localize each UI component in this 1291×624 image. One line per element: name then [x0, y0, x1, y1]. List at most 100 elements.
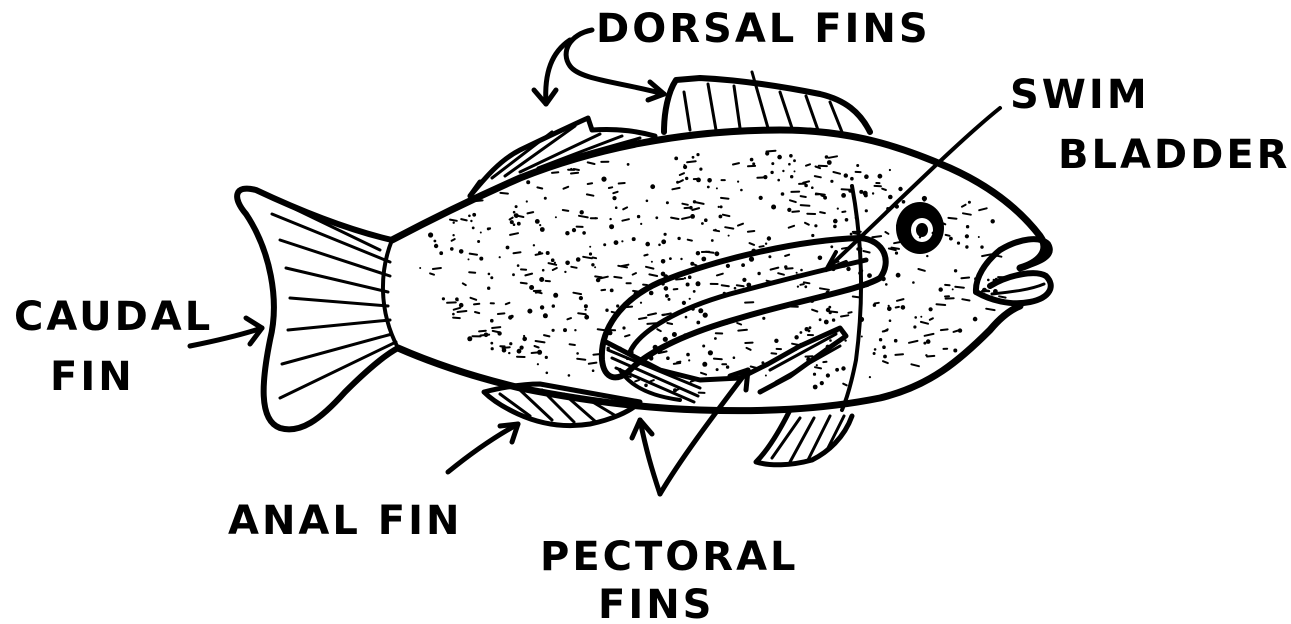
scale-mark — [584, 315, 589, 320]
scale-mark — [517, 222, 521, 226]
scale-mark — [510, 218, 513, 220]
scale-mark — [728, 235, 730, 237]
scale-mark — [591, 263, 594, 266]
scale-mark — [506, 246, 510, 250]
scale-mark — [584, 304, 588, 308]
scale-mark — [719, 215, 723, 219]
scale-mark — [665, 294, 669, 298]
scale-mark — [703, 313, 708, 318]
scale-mark — [459, 303, 464, 308]
scale-mark — [714, 337, 717, 340]
scale-mark — [563, 210, 569, 211]
scale-mark — [911, 364, 919, 366]
scale-mark — [619, 183, 625, 184]
scale-mark — [509, 342, 512, 345]
scale-mark — [701, 373, 706, 375]
scale-mark — [895, 252, 898, 255]
scale-mark — [995, 255, 1002, 256]
scale-mark — [737, 181, 739, 183]
scale-mark — [846, 267, 850, 271]
scale-mark — [469, 272, 475, 273]
scale-mark — [666, 356, 670, 360]
scale-mark — [813, 385, 818, 390]
scale-mark — [816, 364, 818, 366]
scale-mark — [974, 277, 977, 280]
scale-mark — [512, 273, 515, 276]
dorsal-fins-label: DORSAL FINS — [596, 6, 931, 52]
scale-mark — [801, 205, 810, 206]
scale-mark — [898, 187, 902, 191]
scale-mark — [919, 236, 921, 238]
scale-mark — [786, 268, 793, 269]
scale-mark — [470, 254, 477, 255]
scale-mark — [499, 256, 501, 258]
scale-mark — [830, 245, 833, 248]
pectoral-fin-lower — [756, 410, 852, 465]
scale-mark — [579, 216, 588, 218]
scale-mark — [843, 384, 847, 386]
scale-mark — [582, 231, 586, 235]
scale-mark — [833, 219, 838, 224]
scale-mark — [911, 218, 914, 221]
scale-mark — [674, 363, 680, 364]
scale-mark — [580, 210, 584, 214]
scale-mark — [781, 192, 785, 196]
scale-mark — [787, 208, 791, 212]
scale-mark — [503, 347, 510, 348]
scale-mark — [858, 247, 862, 251]
scale-mark — [816, 194, 825, 195]
scale-mark — [720, 205, 723, 208]
scale-mark — [571, 267, 576, 268]
scale-mark — [625, 335, 630, 336]
scale-mark — [474, 304, 479, 305]
scale-mark — [498, 313, 505, 314]
scale-mark — [901, 305, 906, 310]
scale-mark — [539, 277, 544, 282]
scale-mark — [649, 291, 654, 296]
scale-mark — [686, 353, 690, 357]
scale-mark — [973, 317, 978, 322]
scale-mark — [820, 288, 829, 290]
scale-mark — [502, 348, 507, 353]
scale-mark — [734, 287, 737, 290]
scale-mark — [598, 329, 605, 330]
scale-mark — [696, 281, 701, 286]
scale-mark — [770, 171, 773, 174]
scale-mark — [965, 234, 969, 238]
scale-mark — [927, 356, 934, 357]
scale-mark — [716, 368, 719, 371]
scale-mark — [941, 329, 948, 330]
scale-mark — [726, 264, 730, 268]
scale-mark — [696, 178, 701, 183]
scale-mark — [693, 290, 696, 293]
scale-mark — [593, 258, 597, 259]
scale-mark — [677, 237, 680, 240]
scale-mark — [894, 339, 898, 343]
scale-mark — [655, 216, 658, 219]
scale-mark — [682, 204, 687, 205]
scale-mark — [514, 252, 521, 253]
scale-mark — [692, 208, 699, 210]
scale-mark — [650, 184, 655, 189]
scale-mark — [428, 232, 433, 237]
scale-mark — [714, 359, 722, 360]
scale-mark — [859, 317, 864, 322]
scale-mark — [749, 257, 754, 262]
scale-mark — [588, 162, 595, 164]
scale-mark — [912, 281, 915, 284]
scale-mark — [510, 233, 518, 235]
scale-mark — [765, 375, 767, 377]
scale-mark — [804, 282, 810, 283]
scale-mark — [477, 240, 480, 243]
scale-mark — [682, 301, 686, 305]
scale-mark — [777, 155, 782, 160]
scale-mark — [685, 177, 688, 180]
scale-mark — [680, 258, 682, 260]
scale-mark — [837, 208, 839, 210]
pectoral-fins-arrow-right — [660, 370, 748, 494]
scale-mark — [789, 154, 793, 158]
scale-mark — [594, 217, 596, 219]
scale-mark — [965, 245, 968, 248]
scale-mark — [742, 278, 746, 282]
scale-mark — [689, 298, 691, 300]
